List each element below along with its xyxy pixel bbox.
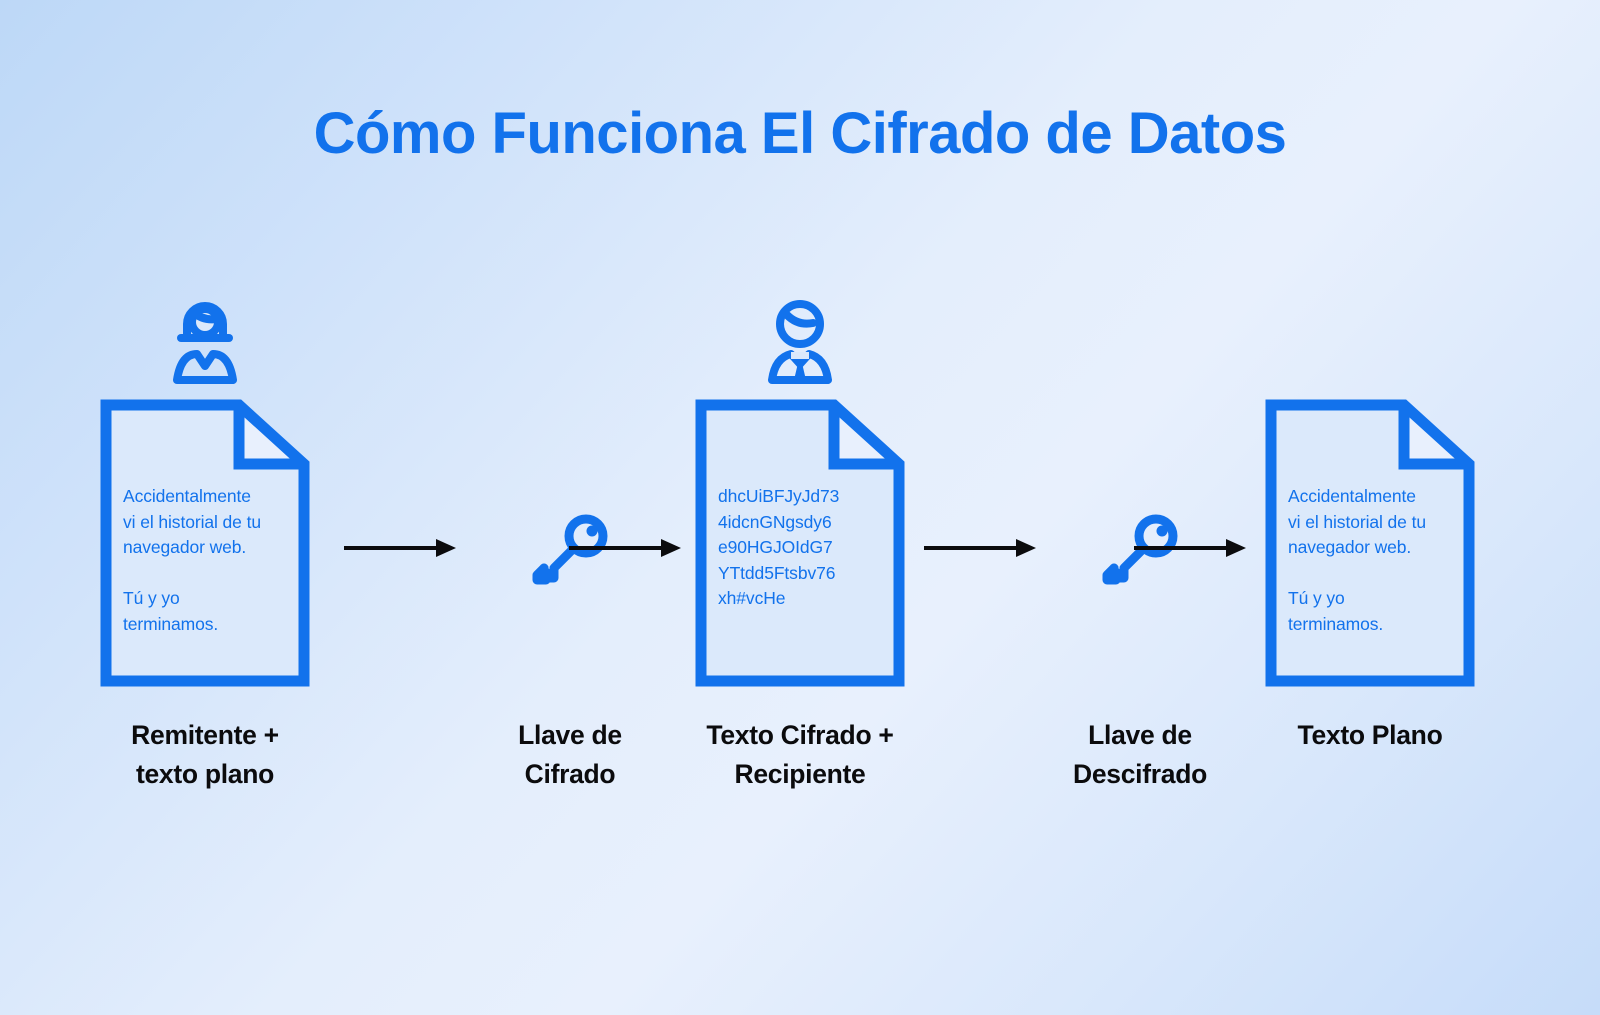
step-caption: Texto Plano xyxy=(1297,720,1443,750)
arrow-plaintext-to-enckey xyxy=(335,286,465,826)
step-caption: Texto Cifrado + Recipiente xyxy=(706,720,894,789)
key-icon xyxy=(1098,514,1182,588)
encryption-flow-diagram: Accidentalmente vi el historial de tu na… xyxy=(80,286,1520,826)
arrow-enckey-to-ciphertext xyxy=(560,286,690,826)
person-male-icon xyxy=(758,298,842,386)
arrow-right-icon xyxy=(569,536,681,560)
document-plaintext-result: Accidentalmente vi el historial de tu na… xyxy=(1264,398,1476,688)
document-plaintext-sender: Accidentalmente vi el historial de tu na… xyxy=(99,398,311,688)
arrow-right-icon xyxy=(1134,536,1246,560)
document-body-text: Accidentalmente vi el historial de tu na… xyxy=(123,486,261,634)
arrow-ciphertext-to-deckey xyxy=(915,286,1045,826)
step-decryption-key: Llave de Descifrado xyxy=(1040,286,1240,826)
arrow-right-icon xyxy=(344,536,456,560)
step-plaintext-result: Accidentalmente vi el historial de tu na… xyxy=(1245,286,1495,826)
key-icon xyxy=(528,514,612,588)
step-caption: Remitente + texto plano xyxy=(131,720,279,789)
document-body-text: Accidentalmente vi el historial de tu na… xyxy=(1288,486,1426,634)
step-caption: Llave de Cifrado xyxy=(518,720,622,789)
person-female-icon xyxy=(163,298,247,386)
page-title: Cómo Funciona El Cifrado de Datos xyxy=(313,101,1287,166)
step-sender-plaintext: Accidentalmente vi el historial de tu na… xyxy=(80,286,330,826)
document-ciphertext: dhcUiBFJyJd73 4idcnGNgsdy6 e90HGJOIdG7 Y… xyxy=(694,398,906,688)
step-encryption-key: Llave de Cifrado xyxy=(470,286,670,826)
step-caption: Llave de Descifrado xyxy=(1073,720,1207,789)
arrow-deckey-to-plaintext xyxy=(1125,286,1255,826)
step-ciphertext-recipient: dhcUiBFJyJd73 4idcnGNgsdy6 e90HGJOIdG7 Y… xyxy=(675,286,925,826)
document-body-text: dhcUiBFJyJd73 4idcnGNgsdy6 e90HGJOIdG7 Y… xyxy=(718,486,840,608)
arrow-right-icon xyxy=(924,536,1036,560)
